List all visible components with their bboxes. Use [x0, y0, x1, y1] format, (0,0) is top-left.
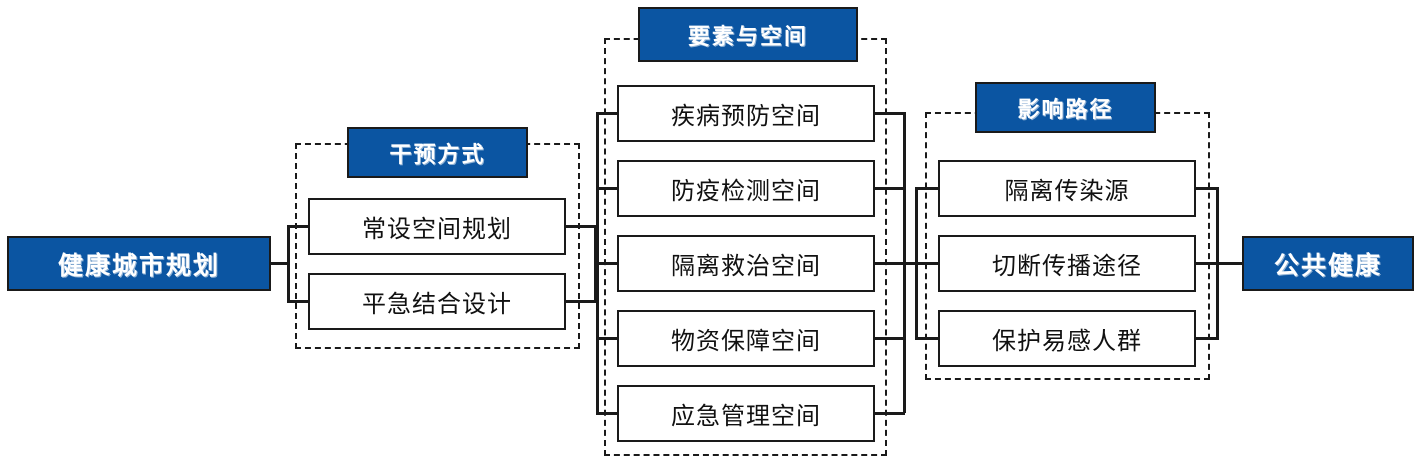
leaf-impact-2: 保护易感人群: [938, 310, 1196, 367]
bracket-group2-left-stub-0: [596, 112, 619, 115]
bracket-group3-left-stub-2: [915, 337, 940, 340]
bracket-group1-right-stub-1: [564, 300, 596, 303]
bracket-group2-left-stub-3: [596, 337, 619, 340]
bracket-group2-left-stub-4: [596, 412, 619, 415]
connector-group2-to-group3: [903, 262, 917, 265]
group-header-elements-space: 要素与空间: [638, 7, 858, 62]
leaf-elements-2: 隔离救治空间: [617, 235, 875, 292]
endpoint-left-healthy-city-planning: 健康城市规划: [7, 236, 271, 291]
bracket-group2-right-stub-2: [873, 262, 905, 265]
bracket-group2-right-stub-3: [873, 337, 905, 340]
bracket-group2-right-stub-4: [873, 412, 905, 415]
leaf-intervention-1: 平急结合设计: [308, 273, 566, 330]
bracket-group3-left-stub-1: [915, 262, 940, 265]
leaf-elements-4: 应急管理空间: [617, 385, 875, 442]
connector-group3-to-right-endpoint: [1216, 262, 1244, 265]
bracket-group1-left-spine: [287, 225, 290, 303]
connector-left-endpoint-to-group1: [270, 262, 289, 265]
bracket-group3-right-stub-1: [1194, 262, 1218, 265]
group-header-intervention: 干预方式: [347, 127, 528, 178]
bracket-group1-left-stub-0: [287, 225, 309, 228]
bracket-group3-right-stub-2: [1194, 337, 1218, 340]
bracket-group2-right-stub-1: [873, 187, 905, 190]
bracket-group3-left-stub-0: [915, 187, 940, 190]
bracket-group1-left-stub-1: [287, 300, 309, 303]
leaf-intervention-0: 常设空间规划: [308, 198, 566, 255]
leaf-impact-0: 隔离传染源: [938, 160, 1196, 217]
bracket-group3-right-stub-0: [1194, 187, 1218, 190]
bracket-group2-right-stub-0: [873, 112, 905, 115]
group-header-impact-path: 影响路径: [975, 82, 1156, 133]
leaf-elements-3: 物资保障空间: [617, 310, 875, 367]
leaf-elements-1: 防疫检测空间: [617, 160, 875, 217]
leaf-elements-0: 疾病预防空间: [617, 85, 875, 142]
endpoint-right-public-health: 公共健康: [1242, 236, 1414, 291]
bracket-group2-left-stub-1: [596, 187, 619, 190]
bracket-group2-left-stub-2: [596, 262, 619, 265]
bracket-group1-right-stub-0: [564, 225, 596, 228]
leaf-impact-1: 切断传播途径: [938, 235, 1196, 292]
